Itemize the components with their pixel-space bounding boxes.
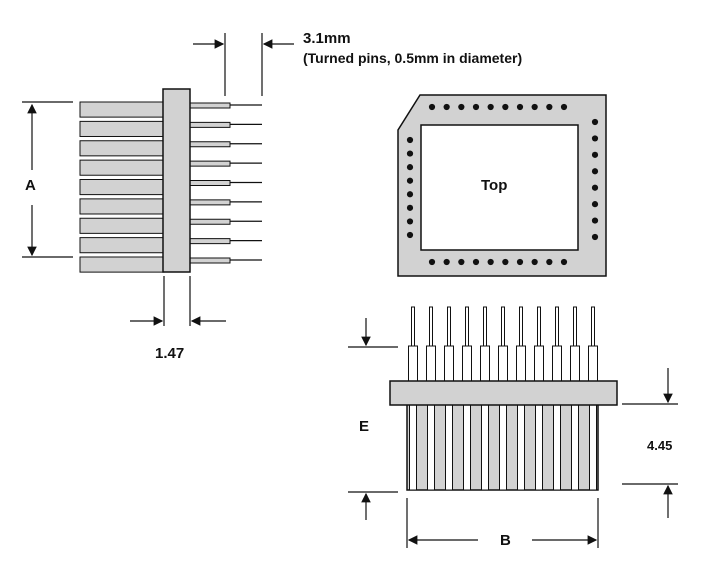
pin-hole bbox=[472, 258, 480, 266]
pin-hole bbox=[487, 258, 494, 266]
top-view-label: Top bbox=[481, 177, 508, 194]
side-view-left bbox=[79, 88, 262, 273]
pin-note-label: (Turned pins, 0.5mm in diameter) bbox=[303, 50, 523, 66]
pin-spacing-label: 3.1mm bbox=[303, 30, 351, 47]
pin-hole bbox=[560, 103, 568, 111]
pin-hole bbox=[406, 191, 414, 198]
pin-hole bbox=[406, 150, 414, 157]
pin-hole bbox=[406, 204, 414, 211]
pin-hole bbox=[443, 103, 450, 111]
pin-hole bbox=[406, 136, 414, 144]
top-view-holes bbox=[406, 103, 599, 266]
pin-hole bbox=[591, 118, 599, 126]
pin-hole bbox=[458, 258, 465, 266]
pin-hole bbox=[591, 217, 599, 224]
pin-hole bbox=[487, 103, 494, 111]
dimension-1-47-label: 1.47 bbox=[155, 345, 185, 362]
pin-hole bbox=[472, 103, 480, 111]
side-view-body bbox=[162, 88, 191, 273]
pin-hole bbox=[502, 103, 509, 111]
pin-hole bbox=[406, 231, 414, 239]
front-view bbox=[389, 306, 618, 491]
dimension-e bbox=[348, 318, 398, 520]
top-view bbox=[397, 94, 607, 277]
pin-hole bbox=[591, 151, 599, 158]
front-view-plate bbox=[389, 380, 618, 406]
dimension-1-47 bbox=[130, 276, 226, 326]
dimension-a bbox=[22, 101, 73, 258]
pin-hole bbox=[428, 103, 436, 111]
pin-hole bbox=[516, 103, 524, 111]
pin-hole bbox=[531, 103, 538, 111]
pin-hole bbox=[516, 258, 524, 266]
pin-hole bbox=[531, 258, 538, 266]
side-pin-row bbox=[79, 159, 262, 176]
front-view-pins bbox=[408, 306, 598, 491]
pin-hole bbox=[591, 168, 599, 175]
side-pin-row bbox=[79, 120, 262, 137]
pin-hole bbox=[428, 258, 436, 266]
dimension-e-label: E bbox=[359, 418, 370, 435]
pin-hole bbox=[406, 177, 414, 184]
side-pin-row bbox=[79, 217, 262, 234]
pin-hole bbox=[560, 258, 568, 266]
top-view-cavity bbox=[420, 124, 579, 251]
dimension-4-45-label: 4.45 bbox=[647, 438, 673, 453]
dimension-pin-spacing bbox=[193, 33, 294, 96]
dimension-a-label: A bbox=[25, 177, 36, 194]
pin-hole bbox=[443, 258, 450, 266]
pin-hole bbox=[458, 103, 465, 111]
pin-hole bbox=[406, 164, 414, 171]
pin-hole bbox=[591, 233, 599, 241]
dimension-b-label: B bbox=[500, 532, 511, 549]
dimension-b bbox=[406, 498, 599, 548]
pin-hole bbox=[591, 201, 599, 208]
side-pin-row bbox=[79, 237, 262, 254]
pin-hole bbox=[502, 258, 509, 266]
dimension-4-45 bbox=[622, 368, 678, 518]
pin-hole bbox=[591, 184, 599, 191]
front-pin bbox=[534, 306, 544, 491]
pin-hole bbox=[591, 135, 599, 142]
pin-hole bbox=[546, 103, 553, 111]
pin-hole bbox=[546, 258, 553, 266]
pin-hole bbox=[406, 218, 414, 225]
